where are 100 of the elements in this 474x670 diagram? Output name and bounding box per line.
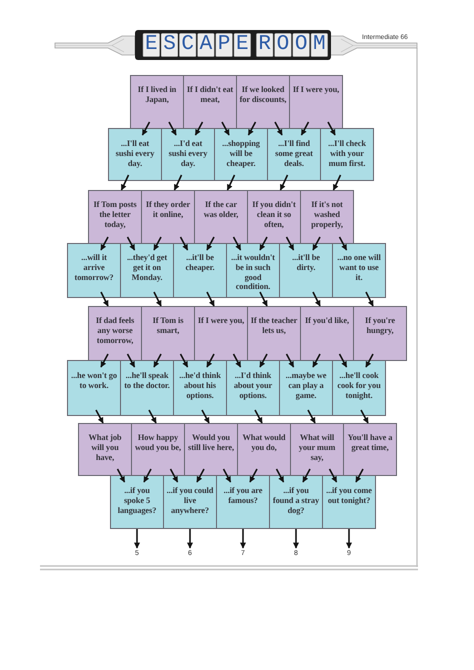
- arrow: [327, 122, 336, 136]
- arrow: [346, 529, 352, 549]
- arrow: [95, 410, 104, 424]
- result-card: [320, 128, 374, 181]
- result-card: [173, 243, 227, 298]
- condition-card: [247, 190, 301, 244]
- clause-text: If I were you,: [198, 316, 244, 326]
- condition-card: [184, 423, 238, 476]
- arrow: [249, 468, 258, 483]
- clause-text: What will your mum say,: [298, 433, 336, 462]
- arrow: [338, 354, 348, 368]
- condition-card: [237, 423, 291, 476]
- result-card: [108, 128, 162, 181]
- condition-card: [78, 423, 132, 476]
- clause-text: How happy woud you be,: [134, 433, 182, 453]
- arrow: [328, 468, 338, 483]
- clause-text: You'll have a great time,: [346, 433, 394, 453]
- clause-text: If dad feels any worse tomorrow,: [94, 316, 136, 346]
- clause-text: ...they'd get get it on Monday.: [126, 253, 168, 282]
- arrow: [187, 529, 193, 549]
- clause-text: If it's not washed properly,: [310, 200, 344, 230]
- arrow: [170, 468, 178, 483]
- clause-text: ...if you are famous?: [222, 486, 264, 506]
- arrow: [259, 292, 268, 307]
- arrow: [259, 236, 268, 251]
- arrow: [168, 122, 177, 136]
- condition-card: [300, 306, 354, 361]
- arrow: [286, 354, 294, 368]
- arrow: [142, 122, 150, 136]
- arrow: [116, 468, 126, 483]
- clause-text: ...will it arrive tomorrow?: [74, 253, 114, 282]
- clause-text: ...he won't go to work.: [70, 371, 118, 391]
- clause-text: If I were you,: [292, 85, 340, 95]
- result-card: [67, 360, 121, 416]
- result-card: [216, 475, 270, 529]
- arrow: [254, 410, 263, 424]
- arrow: [232, 236, 242, 251]
- clause-text: Would you still live here,: [188, 433, 234, 453]
- arrow: [312, 354, 321, 368]
- arrow: [206, 292, 215, 307]
- result-card: [120, 243, 174, 298]
- clause-text: ...maybe we can play a game.: [284, 371, 328, 400]
- result-card: [332, 243, 386, 298]
- arrow: [126, 354, 136, 368]
- result-card: [110, 475, 164, 529]
- arrow: [312, 292, 321, 307]
- condition-card: [88, 306, 142, 361]
- arrow: [332, 174, 342, 191]
- clause-text: If they order it online,: [144, 200, 192, 220]
- arrow: [206, 354, 215, 368]
- result-card: [322, 475, 376, 529]
- arrow: [153, 354, 162, 368]
- result-card: [279, 360, 333, 416]
- condition-card: [236, 75, 290, 129]
- arrow: [355, 468, 364, 483]
- arrow: [180, 354, 188, 368]
- result-card: [163, 475, 217, 529]
- arrow: [194, 122, 204, 136]
- clause-text: ...if you come out tonight?: [326, 486, 372, 506]
- condition-card: [353, 306, 407, 361]
- clause-text: If you didn't clean it so often,: [251, 200, 297, 230]
- condition-card: [88, 190, 142, 244]
- arrow: [286, 236, 294, 251]
- clause-text: ...I'd think about your options.: [232, 371, 274, 400]
- arrow: [100, 292, 109, 307]
- arrow: [153, 236, 162, 251]
- arrow: [174, 174, 182, 191]
- clause-text: ...if you found a stray dog?: [272, 486, 320, 516]
- clause-text: ...I'll find some great deals.: [274, 139, 314, 168]
- clause-text: ...it wouldn't be in such good condition.: [230, 253, 276, 292]
- arrow: [360, 410, 369, 424]
- arrow: [274, 122, 283, 136]
- clause-text: If you'd like,: [305, 316, 349, 326]
- result-card: [269, 475, 323, 529]
- arrow: [300, 122, 310, 136]
- clause-text: If the teacher lets us,: [250, 316, 298, 336]
- condition-card: [194, 190, 248, 244]
- clause-text: ...he'd think about his options.: [178, 371, 222, 400]
- arrow: [201, 410, 210, 424]
- result-card: [173, 360, 227, 416]
- clause-text: If Tom is smart,: [152, 316, 184, 336]
- result-card: [267, 128, 321, 181]
- arrow: [153, 292, 162, 307]
- clause-text: What would you do,: [242, 433, 286, 453]
- result-card: [67, 243, 121, 298]
- condition-card: [141, 306, 195, 361]
- condition-card: [343, 423, 397, 476]
- arrow: [126, 236, 136, 251]
- clause-text: ...it'll be dirty.: [291, 253, 321, 273]
- arrow: [134, 529, 140, 549]
- arrow: [222, 468, 232, 483]
- arrow: [221, 122, 230, 136]
- condition-card: [141, 190, 195, 244]
- clause-text: ...if you spoke 5 languages?: [116, 486, 158, 516]
- clause-text: What job will you have,: [88, 433, 122, 462]
- arrow: [206, 236, 215, 251]
- result-card: [120, 360, 174, 416]
- clause-text: ...if you could live anywhere?: [166, 486, 214, 516]
- clause-text: ...he'll cook cook for you tonight.: [336, 371, 382, 400]
- clause-text: If I lived in Japan,: [136, 85, 178, 105]
